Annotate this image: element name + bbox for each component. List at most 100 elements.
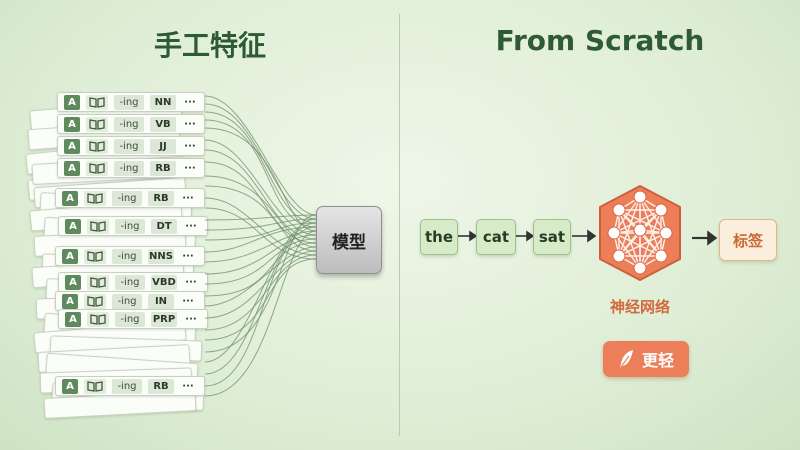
book-icon bbox=[86, 160, 108, 176]
book-icon-shape bbox=[90, 276, 106, 288]
more-features: ··· bbox=[184, 140, 196, 152]
feature-wire bbox=[204, 222, 317, 375]
network-node bbox=[612, 249, 626, 263]
feature-wire bbox=[204, 218, 317, 363]
network-edge bbox=[639, 232, 667, 269]
token-sat: sat bbox=[533, 219, 571, 255]
suffix-feature: -ing bbox=[114, 94, 144, 110]
network-node bbox=[612, 203, 626, 217]
book-icon bbox=[86, 116, 108, 132]
more-features: ··· bbox=[184, 96, 196, 108]
more-features: ··· bbox=[182, 192, 194, 204]
network-nodes bbox=[607, 190, 673, 275]
suffix-feature: -ing bbox=[115, 274, 145, 290]
token-arrows bbox=[458, 229, 718, 246]
feature-wire bbox=[204, 207, 317, 260]
network-node bbox=[659, 226, 673, 240]
feature-wire bbox=[204, 246, 317, 307]
letter-a-icon: A bbox=[62, 248, 78, 264]
book-icon-shape bbox=[89, 162, 105, 174]
feature-row: A -ing RB ··· bbox=[55, 376, 205, 396]
book-icon bbox=[84, 378, 106, 394]
book-icon bbox=[86, 138, 108, 154]
book-icon bbox=[87, 274, 109, 290]
network-edge bbox=[639, 209, 662, 269]
letter-a-icon: A bbox=[62, 293, 78, 309]
suffix-feature: -ing bbox=[112, 378, 142, 394]
book-icon-shape bbox=[87, 192, 103, 204]
panel-divider bbox=[399, 14, 400, 436]
more-features: ··· bbox=[182, 250, 194, 262]
book-icon-shape bbox=[89, 118, 105, 130]
suffix-feature: -ing bbox=[112, 190, 142, 206]
feather-icon bbox=[619, 350, 633, 368]
feature-wire bbox=[204, 254, 317, 331]
pos-tag: JJ bbox=[150, 138, 176, 154]
more-features: ··· bbox=[182, 295, 194, 307]
lighter-badge: 更轻 bbox=[603, 341, 689, 377]
book-icon bbox=[84, 190, 106, 206]
letter-a-icon: A bbox=[62, 378, 78, 394]
book-icon bbox=[84, 293, 106, 309]
book-icon-shape bbox=[87, 295, 103, 307]
network-edge bbox=[613, 232, 641, 269]
feature-wire bbox=[204, 161, 317, 244]
feature-wire bbox=[204, 111, 317, 224]
suffix-feature: -ing bbox=[112, 293, 142, 309]
letter-a-icon: A bbox=[64, 160, 80, 176]
neural-network-icon bbox=[599, 185, 681, 281]
feature-wire bbox=[204, 214, 317, 353]
network-edge bbox=[618, 209, 641, 269]
suffix-feature: -ing bbox=[114, 116, 144, 132]
letter-a-icon: A bbox=[65, 274, 81, 290]
feature-wire bbox=[204, 230, 317, 397]
more-features: ··· bbox=[185, 220, 197, 232]
more-features: ··· bbox=[185, 276, 197, 288]
suffix-feature: -ing bbox=[114, 138, 144, 154]
feature-wires bbox=[204, 95, 317, 397]
arrow-head-cat-sat bbox=[526, 230, 535, 242]
feature-wire bbox=[204, 214, 317, 221]
more-features: ··· bbox=[185, 313, 197, 325]
feature-wire bbox=[204, 95, 317, 216]
network-node bbox=[633, 190, 647, 204]
pos-tag: RB bbox=[148, 378, 174, 394]
book-icon bbox=[87, 218, 109, 234]
feature-wire bbox=[204, 149, 317, 240]
more-features: ··· bbox=[182, 380, 194, 392]
pos-tag: DT bbox=[151, 218, 177, 234]
network-edge bbox=[613, 209, 662, 234]
right-panel-title: From Scratch bbox=[495, 24, 705, 57]
suffix-feature: -ing bbox=[114, 160, 144, 176]
network-node bbox=[633, 223, 647, 237]
neural-network-label: 神经网络 bbox=[609, 298, 670, 316]
feature-wire bbox=[204, 226, 317, 253]
book-icon-shape bbox=[87, 250, 103, 262]
letter-a-icon: A bbox=[62, 190, 78, 206]
network-edge bbox=[613, 232, 662, 257]
feature-wire bbox=[204, 230, 317, 263]
network-edge bbox=[618, 232, 667, 257]
book-icon-shape bbox=[90, 220, 106, 232]
token-cat: cat bbox=[476, 219, 516, 255]
feature-wire bbox=[204, 226, 317, 387]
suffix-feature: -ing bbox=[112, 248, 142, 264]
pos-tag: IN bbox=[148, 293, 174, 309]
feature-row: A -ing IN ··· bbox=[55, 291, 205, 311]
token-the: the bbox=[420, 219, 458, 255]
network-edge bbox=[618, 209, 667, 234]
lighter-badge-label: 更轻 bbox=[641, 351, 674, 370]
letter-a-icon: A bbox=[64, 116, 80, 132]
feature-wire bbox=[204, 242, 317, 297]
feature-wire bbox=[204, 218, 317, 231]
suffix-feature: -ing bbox=[115, 218, 145, 234]
more-features: ··· bbox=[184, 162, 196, 174]
letter-a-icon: A bbox=[65, 218, 81, 234]
book-icon-shape bbox=[90, 313, 106, 325]
